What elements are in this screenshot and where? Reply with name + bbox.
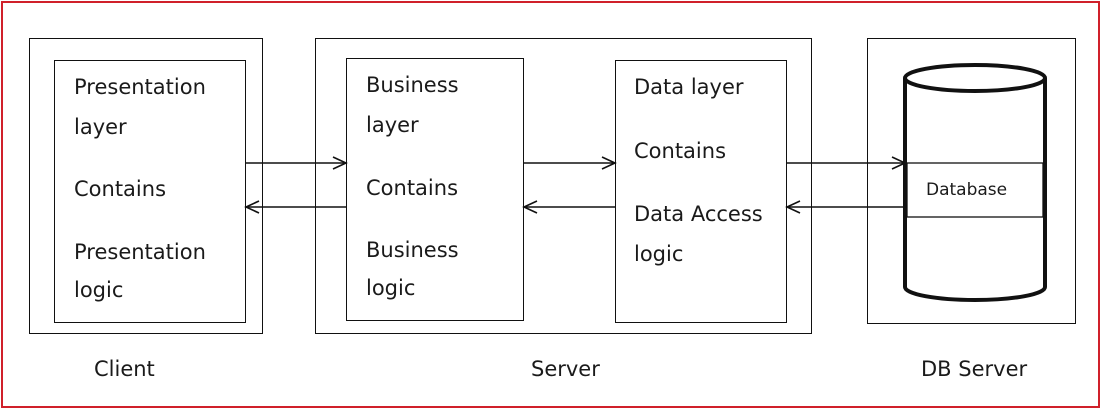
database-label: Database xyxy=(926,180,1008,200)
presentation-logic-line1: Presentation xyxy=(74,240,206,264)
client-caption: Client xyxy=(94,357,155,381)
business-logic-line1: Business xyxy=(366,238,459,262)
data-access-logic-line1: Data Access xyxy=(634,202,763,226)
presentation-logic-line2: logic xyxy=(74,278,124,302)
business-layer-contains: Contains xyxy=(366,176,459,200)
presentation-layer-contains: Contains xyxy=(74,177,167,201)
data-layer-contains: Contains xyxy=(634,139,727,163)
business-layer-title-line2: layer xyxy=(366,113,419,137)
diagram-frame xyxy=(1,1,1100,408)
data-layer-title: Data layer xyxy=(634,75,744,99)
business-logic-line2: logic xyxy=(366,276,416,300)
business-layer-title-line1: Business xyxy=(366,73,459,97)
database-cylinder xyxy=(903,63,1047,302)
presentation-layer-title-line2: layer xyxy=(74,115,127,139)
server-caption: Server xyxy=(531,357,600,381)
data-access-logic-line2: logic xyxy=(634,242,684,266)
data-layer-box xyxy=(615,60,787,323)
presentation-layer-box xyxy=(54,60,246,323)
business-layer-box xyxy=(346,58,524,321)
presentation-layer-title-line1: Presentation xyxy=(74,75,206,99)
db-server-caption: DB Server xyxy=(921,357,1028,381)
